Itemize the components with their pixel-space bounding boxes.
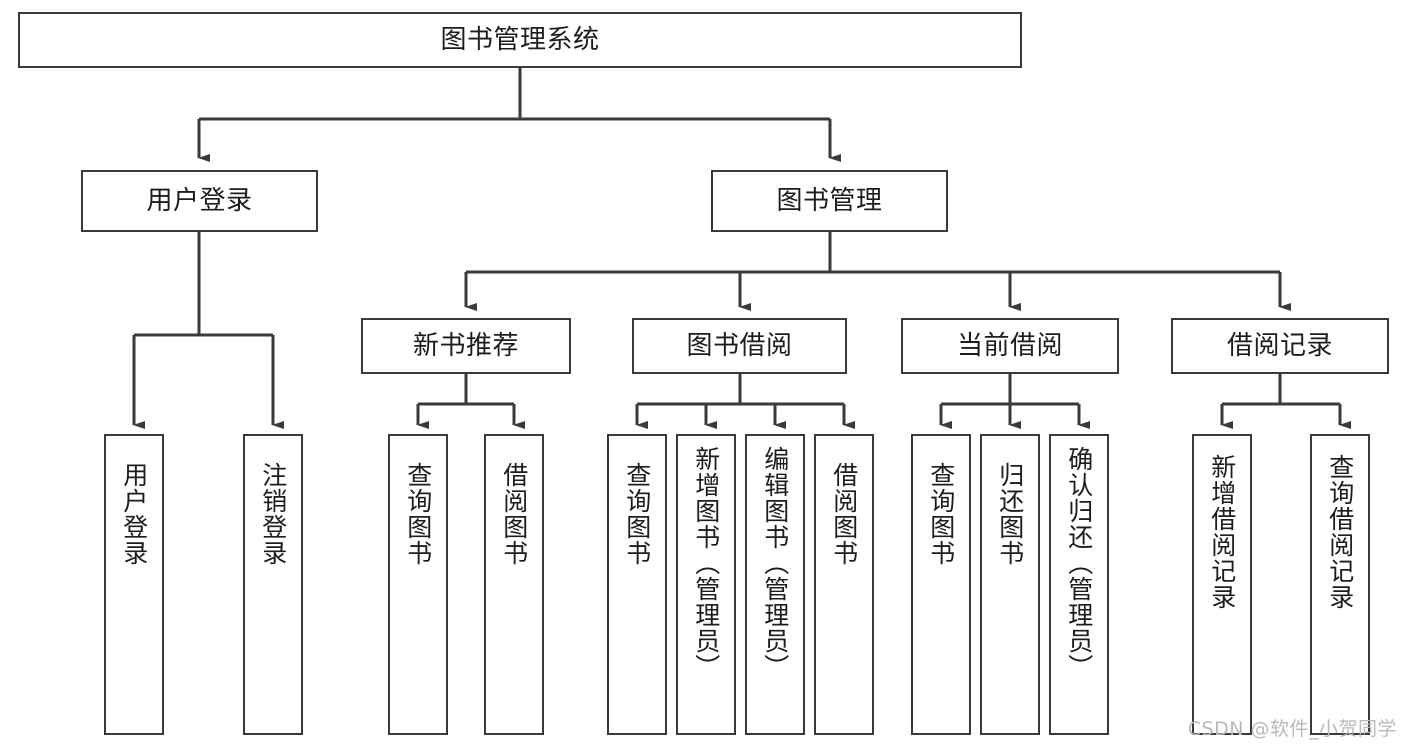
leaf-user-login-logout[interactable]: 注销登录	[243, 434, 303, 735]
node-label: 新增图书（管理员）	[691, 446, 721, 680]
node-label: 借阅图书	[829, 462, 859, 566]
node-new-book-recommend[interactable]: 新书推荐	[361, 318, 571, 374]
leaf-borrow-edit-book[interactable]: 编辑图书（管理员）	[745, 434, 805, 735]
leaf-record-add-record[interactable]: 新增借阅记录	[1192, 434, 1252, 735]
node-label: 归还图书	[995, 462, 1025, 566]
node-user-login[interactable]: 用户登录	[81, 170, 318, 232]
node-borrow-record[interactable]: 借阅记录	[1171, 318, 1389, 374]
leaf-recommend-query-book[interactable]: 查询图书	[388, 434, 448, 735]
node-label: 新书推荐	[412, 330, 519, 361]
leaf-current-confirm-return[interactable]: 确认归还（管理员）	[1049, 434, 1109, 735]
node-book-management[interactable]: 图书管理	[711, 170, 948, 232]
node-label: 注销登录	[258, 462, 288, 566]
node-label: 查询图书	[926, 462, 956, 566]
leaf-current-query-book[interactable]: 查询图书	[911, 434, 971, 735]
leaf-borrow-add-book[interactable]: 新增图书（管理员）	[676, 434, 736, 735]
node-label: 用户登录	[119, 462, 149, 566]
node-label: 图书借阅	[686, 330, 793, 361]
leaf-record-query-record[interactable]: 查询借阅记录	[1310, 434, 1370, 735]
node-label: 借阅图书	[499, 462, 529, 566]
node-label: 借阅记录	[1226, 330, 1333, 361]
node-label: 用户登录	[146, 185, 253, 216]
node-label: 查询图书	[403, 462, 433, 566]
leaf-borrow-borrow-book[interactable]: 借阅图书	[814, 434, 874, 735]
leaf-recommend-borrow-book[interactable]: 借阅图书	[484, 434, 544, 735]
node-label: 新增借阅记录	[1207, 454, 1237, 610]
node-root-system[interactable]: 图书管理系统	[18, 12, 1022, 68]
node-label: 图书管理系统	[440, 24, 600, 55]
watermark-text: CSDN @软件_小贺同学	[1187, 718, 1397, 740]
node-book-borrow[interactable]: 图书借阅	[632, 318, 847, 374]
leaf-current-return-book[interactable]: 归还图书	[980, 434, 1040, 735]
leaf-user-login-login[interactable]: 用户登录	[104, 434, 164, 735]
node-label: 当前借阅	[956, 330, 1063, 361]
node-label: 确认归还（管理员）	[1064, 446, 1094, 680]
node-label: 图书管理	[776, 185, 883, 216]
node-label: 编辑图书（管理员）	[760, 446, 790, 680]
node-label: 查询借阅记录	[1325, 454, 1355, 610]
leaf-borrow-query-book[interactable]: 查询图书	[607, 434, 667, 735]
node-current-borrow[interactable]: 当前借阅	[901, 318, 1119, 374]
node-label: 查询图书	[622, 462, 652, 566]
